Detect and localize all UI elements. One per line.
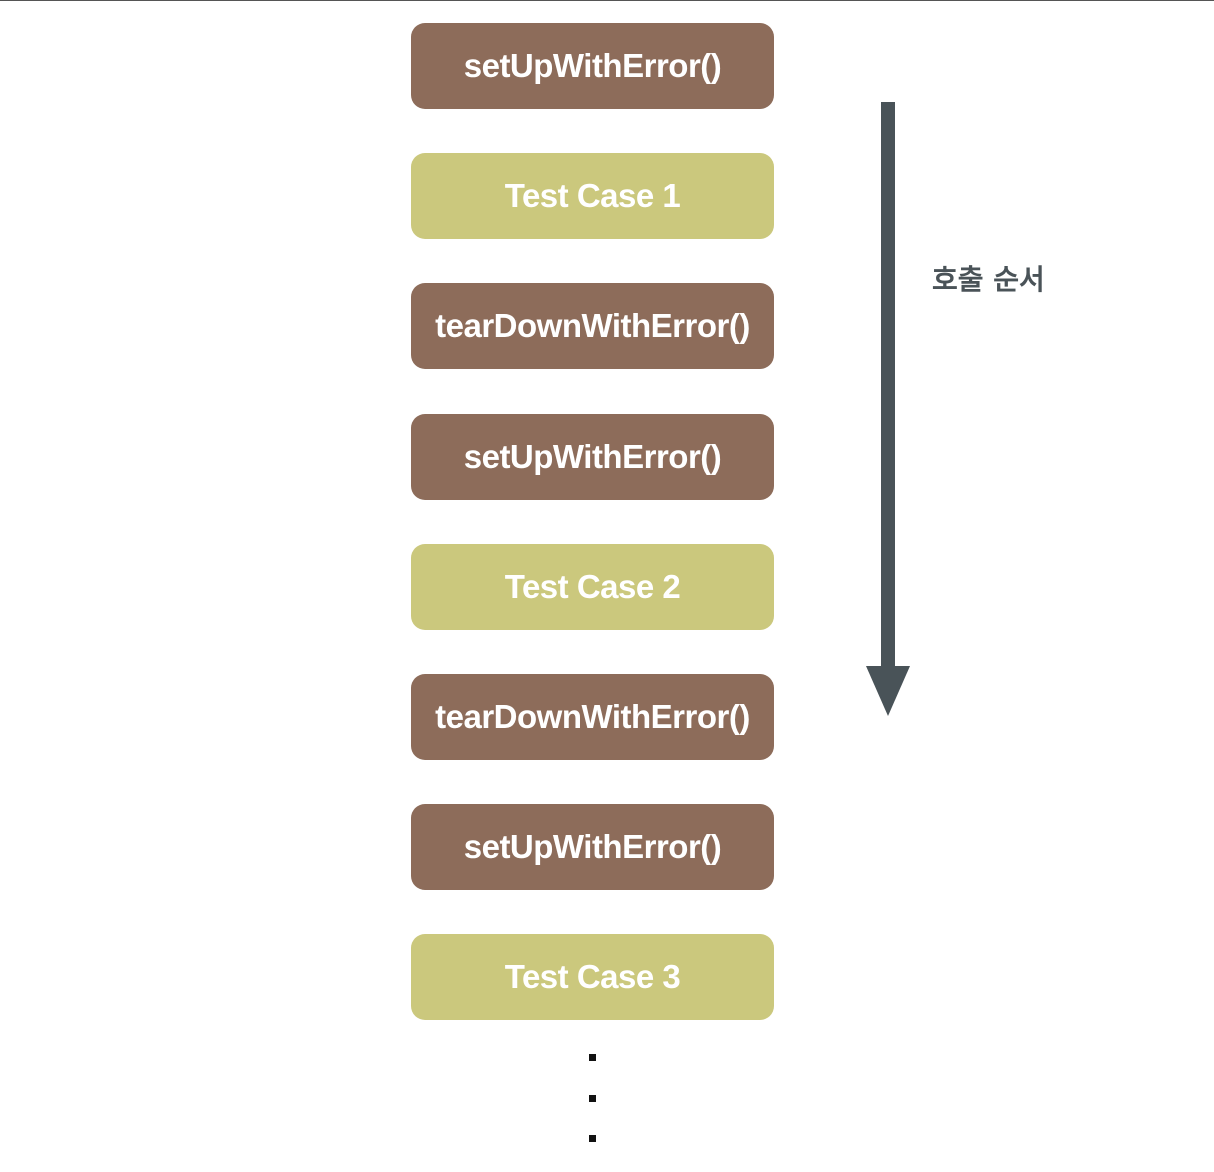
call-order-label: 호출 순서 xyxy=(932,263,1045,296)
step-setup-3: setUpWithError() xyxy=(411,804,774,890)
step-teardown-2: tearDownWithError() xyxy=(411,674,774,760)
step-setup-1: setUpWithError() xyxy=(411,23,774,109)
step-test-case-2: Test Case 2 xyxy=(411,544,774,630)
continuation-dot xyxy=(589,1135,596,1142)
step-teardown-1: tearDownWithError() xyxy=(411,283,774,369)
top-border-line xyxy=(0,0,1214,1)
continuation-dot xyxy=(589,1095,596,1102)
continuation-dot xyxy=(589,1054,596,1061)
step-test-case-3: Test Case 3 xyxy=(411,934,774,1020)
down-arrow-icon xyxy=(866,102,910,716)
step-test-case-1: Test Case 1 xyxy=(411,153,774,239)
step-setup-2: setUpWithError() xyxy=(411,414,774,500)
